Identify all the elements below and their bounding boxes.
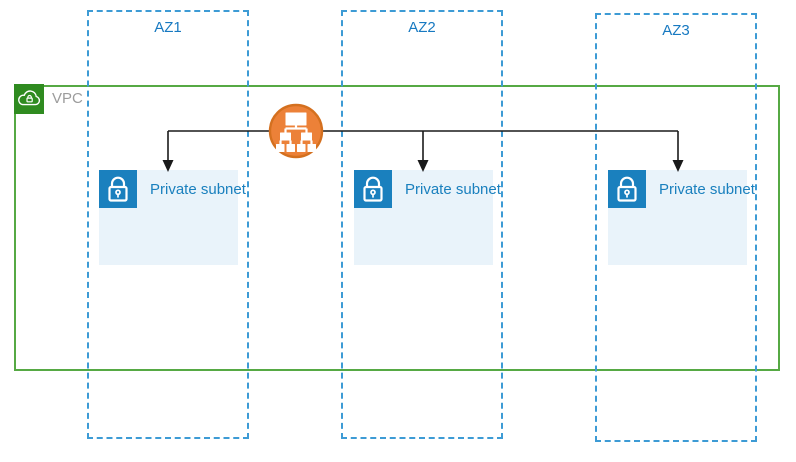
network-router-icon [268,103,324,159]
private-subnet-label: Private subnet [405,180,501,198]
az2-zone-box: AZ2 [341,10,503,439]
private-subnet-header: Private subnet [354,170,501,208]
vpc-label: VPC [52,90,83,107]
private-subnet-header: Private subnet [608,170,755,208]
az1-zone-box: AZ1 [87,10,249,439]
private-subnet-box-1: Private subnet [99,170,246,265]
az3-label: AZ3 [662,22,690,39]
private-subnet-lock-icon [354,170,392,208]
private-subnet-header: Private subnet [99,170,246,208]
vpc-boundary-box [14,85,780,371]
private-subnet-label: Private subnet [150,180,246,198]
private-subnet-lock-icon [99,170,137,208]
az1-label: AZ1 [154,19,182,36]
private-subnet-box-2: Private subnet [354,170,501,265]
private-subnet-box-3: Private subnet [608,170,755,265]
private-subnet-lock-icon [608,170,646,208]
az3-zone-box: AZ3 [595,13,757,442]
az2-label: AZ2 [408,19,436,36]
private-subnet-label: Private subnet [659,180,755,198]
vpc-cloud-lock-icon [14,84,44,114]
